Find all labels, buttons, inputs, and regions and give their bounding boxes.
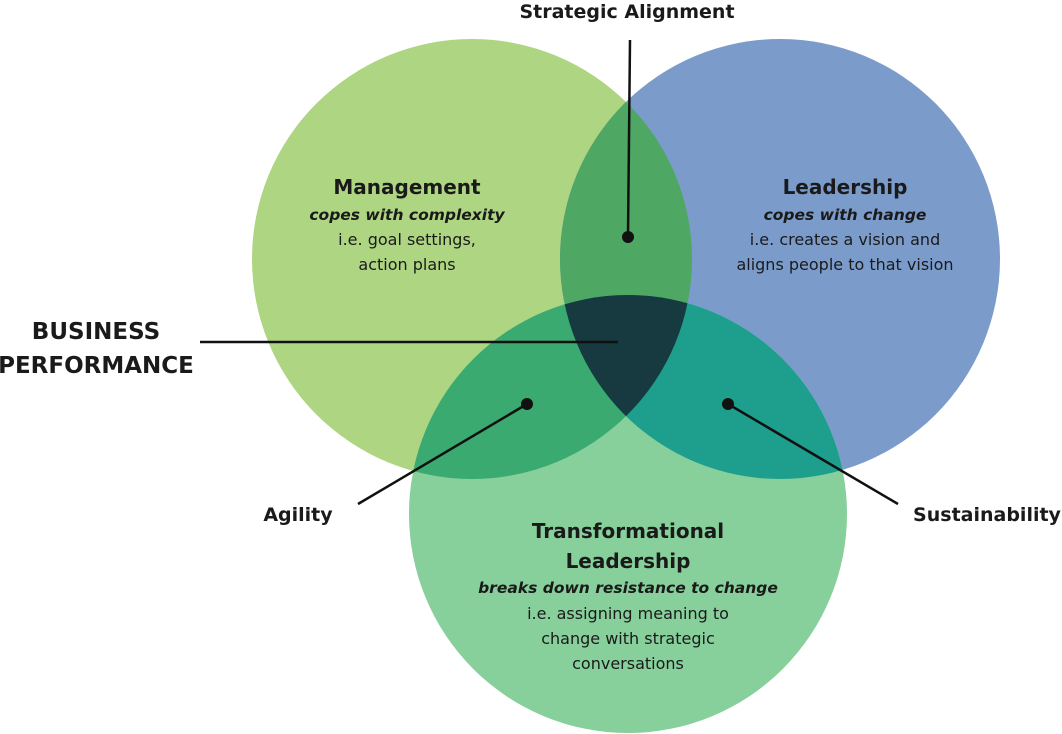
sustainability-dot [722, 398, 734, 410]
sustainability-leader-line [727, 402, 899, 506]
strategic-alignment-label: Strategic Alignment [519, 1, 734, 23]
transformational-desc-line-1: i.e. assigning meaning to [527, 604, 729, 623]
leadership-desc-line-2: aligns people to that vision [736, 255, 953, 274]
management-title: Management [333, 175, 481, 199]
transformational-desc-line-3: conversations [572, 654, 684, 673]
management-desc-line-1: i.e. goal settings, [338, 230, 476, 249]
strategic-alignment-dot [622, 231, 634, 243]
transformational-subtitle: breaks down resistance to change [478, 579, 778, 597]
agility-dot [521, 398, 533, 410]
business-performance-label-line-1: BUSINESS [32, 319, 160, 345]
transformational-desc-line-2: change with strategic [541, 629, 715, 648]
management-subtitle: copes with complexity [309, 206, 505, 224]
agility-leader-line [357, 402, 528, 506]
transformational-title-line-2: Leadership [566, 549, 691, 573]
agility-overlap [409, 295, 692, 479]
business-performance-label-line-2: PERFORMANCE [0, 353, 194, 379]
sustainability-label: Sustainability [913, 504, 1062, 526]
sustainability-overlap [560, 295, 847, 479]
agility-label: Agility [263, 504, 333, 526]
strategic-alignment-leader-line [626, 39, 632, 237]
leadership-desc-line-1: i.e. creates a vision and [750, 230, 940, 249]
transformational-title-line-1: Transformational [532, 519, 724, 543]
management-desc-line-2: action plans [358, 255, 455, 274]
leadership-subtitle: copes with change [764, 206, 927, 224]
leadership-title: Leadership [783, 175, 908, 199]
